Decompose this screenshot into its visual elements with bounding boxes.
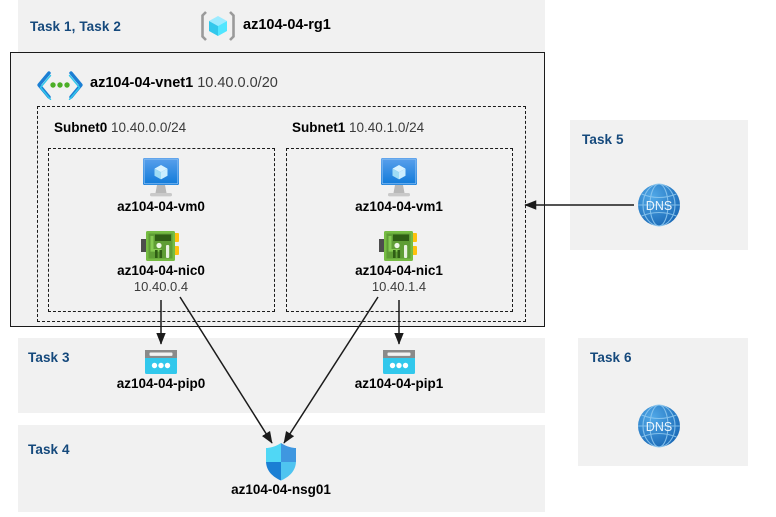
virtual-network-container [10,52,545,327]
virtual-network-title: az104-04-vnet1 10.40.0.0/20 [90,75,278,91]
task-label-dns: Task 6 [590,350,632,365]
resource-group-panel [18,0,545,52]
vm0-name: az104-04-vm0 [117,199,205,214]
dns-globe-icon: DNS [637,183,681,232]
pip1-node: az104-04-pip1 [339,348,459,391]
dns-icon-text: DNS [646,420,672,434]
nsg-name: az104-04-nsg01 [231,482,331,497]
dns-globe-icon: DNS [637,404,681,453]
subnet0-name: Subnet0 [54,120,108,135]
task-label-private-dns: Task 5 [582,132,624,147]
pip0-node: az104-04-pip0 [101,348,221,391]
public-ip-panel [18,338,545,413]
network-interface-icon [339,229,459,263]
virtual-network-cidr: 10.40.0.0/20 [197,75,278,91]
pip1-name: az104-04-pip1 [354,376,444,391]
private-dns-zone-name: contoso.org [570,228,776,244]
nsg-node: az104-04-nsg01 [221,442,341,497]
private-dns-zone-title: Private DNS zone [570,160,776,176]
pip0-name: az104-04-pip0 [116,376,206,391]
task-label-rg: Task 1, Task 2 [30,19,121,34]
subnets-container [37,106,526,322]
virtual-machine-icon [339,157,459,199]
virtual-network-name: az104-04-vnet1 [90,75,194,91]
subnet0-cidr: 10.40.0.0/24 [111,120,187,135]
public-ip-address-icon [339,348,459,376]
subnet1-name: Subnet1 [292,120,346,135]
subnet1-title: Subnet1 10.40.1.0/24 [292,120,424,135]
nic0-node: az104-04-nic0 10.40.0.4 [101,229,221,294]
dns-zone-title: DNS zone [578,380,776,396]
nic1-ip: 10.40.1.4 [371,279,427,294]
task-label-nsg: Task 4 [28,442,70,457]
network-security-group-shield-icon [221,442,341,482]
public-ip-address-icon [101,348,221,376]
resource-group-cube-icon [200,8,236,44]
dns-icon-text: DNS [646,199,672,213]
virtual-network-icon [36,70,84,101]
vm1-name: az104-04-vm1 [355,199,443,214]
nic0-name: az104-04-nic0 [117,263,205,278]
vm0-node: az104-04-vm0 [101,157,221,214]
vm1-node: az104-04-vm1 [339,157,459,214]
task-label-pip: Task 3 [28,350,70,365]
network-interface-icon [101,229,221,263]
virtual-machine-icon [101,157,221,199]
resource-group-name: az104-04-rg1 [243,17,331,33]
subnet0-title: Subnet0 10.40.0.0/24 [54,120,186,135]
subnet1-cidr: 10.40.1.0/24 [349,120,425,135]
nic1-node: az104-04-nic1 10.40.1.4 [339,229,459,294]
nic0-ip: 10.40.0.4 [133,279,189,294]
nic1-name: az104-04-nic1 [355,263,443,278]
